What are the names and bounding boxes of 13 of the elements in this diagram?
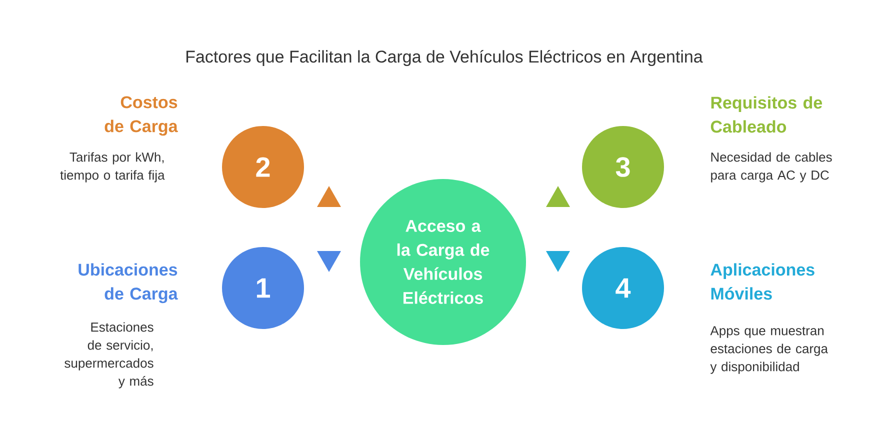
heading: Costos de Carga [104, 96, 178, 136]
triangle-marker [317, 186, 341, 207]
description: Necesidad de cables para carga AC y DC [711, 152, 832, 182]
description: Tarifas por kWh, tiempo o tarifa fija [60, 152, 165, 182]
description: Estaciones de servicio, supermercados y más [64, 322, 154, 388]
description: Apps que muestran estaciones de carga y disponibilidad [710, 326, 828, 374]
triangle-marker [546, 251, 570, 272]
heading: Aplicaciones Móviles [710, 263, 814, 300]
title: Factores que Facilitan la Carga de Vehículos Eléctricos en Argentina [186, 50, 703, 66]
heading: Requisitos de Cableado [710, 96, 822, 133]
heading: Ubicaciones de Carga [78, 263, 178, 304]
triangle-marker [317, 251, 341, 272]
triangle-marker [546, 186, 570, 207]
